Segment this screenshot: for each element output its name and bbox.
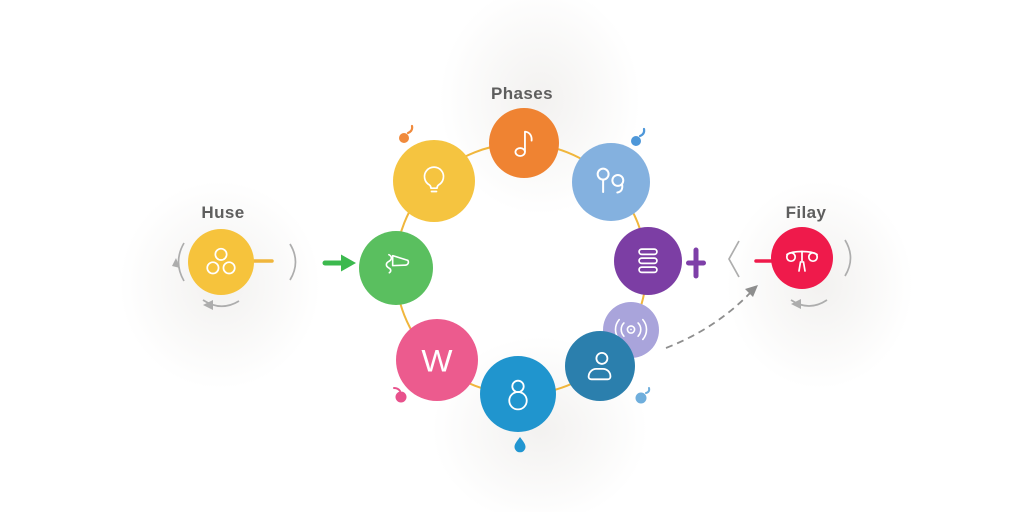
person-icon — [587, 351, 612, 381]
rotate-arrowhead-icon — [172, 258, 180, 268]
group-icon — [206, 247, 236, 275]
filay-node — [771, 227, 833, 289]
phase-node-w: W — [396, 319, 478, 401]
blue-drop-decoration — [514, 437, 526, 453]
rotate-arrowhead-icon — [203, 300, 213, 310]
pink-blob-decoration — [393, 387, 407, 403]
broadcast-icon — [614, 318, 648, 341]
phase-node-bulb — [393, 140, 475, 222]
phase-node-list — [614, 227, 682, 295]
phase-node-earbuds — [572, 143, 650, 221]
w-icon: W — [421, 342, 453, 378]
phase-node-flag — [359, 231, 433, 305]
chevron-left-icon — [728, 240, 740, 278]
rotate-arrowhead-icon — [791, 299, 801, 309]
ring-title: Phases — [491, 84, 553, 103]
dashed-arrowhead-icon — [745, 285, 758, 297]
green-arrowhead-icon — [341, 254, 356, 272]
music-note-icon — [514, 130, 533, 157]
rotate-arc-icon — [202, 299, 240, 308]
orange-comma-decoration — [399, 124, 414, 143]
phase-node-person — [565, 331, 635, 401]
blue-comma-decoration — [631, 127, 646, 146]
rotate-arc-icon — [790, 299, 828, 307]
handlebar-icon — [785, 250, 819, 272]
teal-blob-decoration — [635, 387, 651, 404]
chevron-left-icon — [177, 242, 185, 282]
flag-icon — [385, 253, 410, 274]
dashed-arrow — [665, 291, 752, 349]
filay-label: Filay — [785, 203, 827, 222]
huse-node — [188, 229, 254, 295]
phase-node-music — [489, 108, 559, 178]
snowman-icon — [508, 379, 528, 411]
phase-node-snowman — [480, 356, 556, 432]
plus-icon — [686, 247, 706, 279]
list-icon — [638, 248, 658, 274]
earbuds-icon — [596, 167, 625, 194]
lightbulb-icon — [423, 166, 445, 193]
huse-label: Huse — [201, 203, 245, 222]
chevron-right-icon — [289, 243, 297, 281]
chevron-right-icon — [844, 239, 852, 277]
